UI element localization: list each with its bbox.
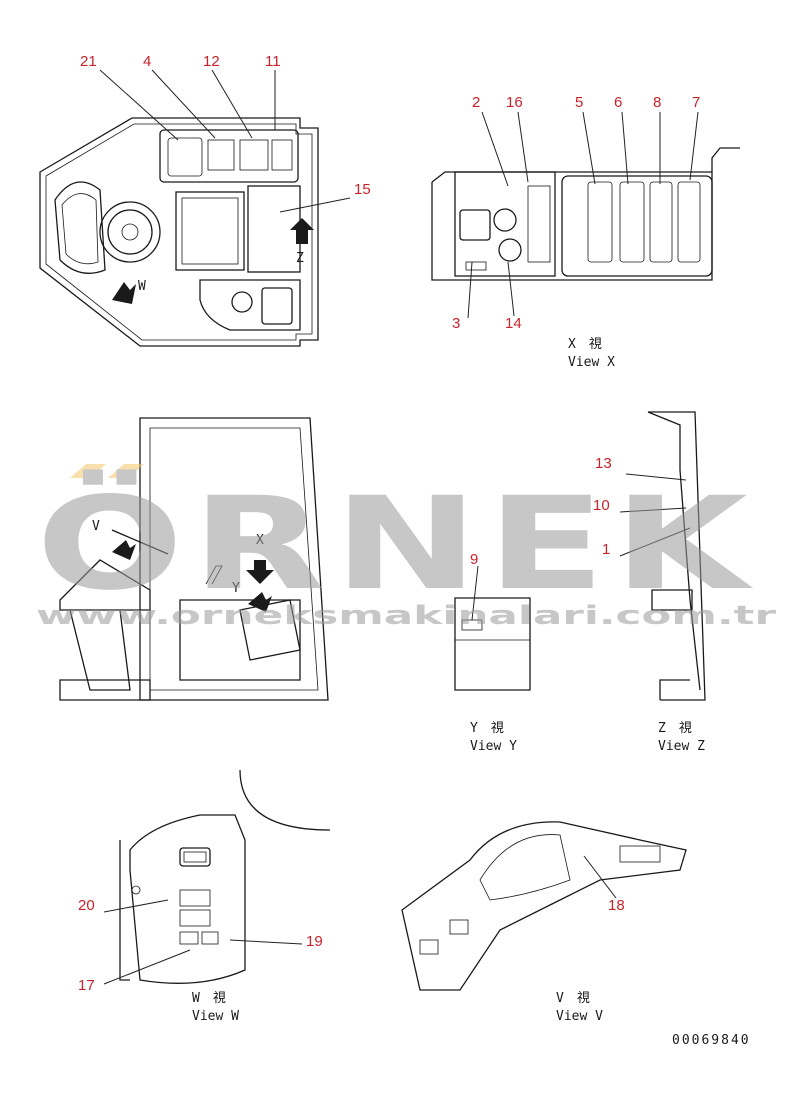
view-y-title-jp: Y 視 [470, 721, 504, 736]
callout-14: 14 [505, 315, 522, 332]
callout-4: 4 [143, 53, 151, 70]
callout-5: 5 [575, 94, 583, 111]
z-view-marker: Z [296, 251, 304, 266]
callout-11: 11 [265, 53, 281, 70]
view-z-title-en: View Z [658, 739, 705, 754]
view-w-title-en: View W [192, 1009, 239, 1024]
drawing-number: 00069840 [672, 1033, 751, 1048]
callout-8: 8 [653, 94, 661, 111]
view-v-title-en: View V [556, 1009, 603, 1024]
view-w-panel [103, 769, 331, 985]
cab-side-view: X V Y [59, 417, 329, 701]
callout-15: 15 [354, 181, 371, 198]
watermark-url: www.orneksmakinalari.com.tr [36, 601, 776, 631]
callout-7: 7 [692, 94, 700, 111]
view-x-title-en: View X [568, 355, 615, 370]
y-view-marker: Y [232, 581, 240, 596]
callout-21: 21 [80, 53, 97, 70]
callout-9: 9 [470, 551, 478, 568]
cab-top-view: Z W [39, 69, 351, 347]
view-y-title-en: View Y [470, 739, 517, 754]
view-x-title-jp: X 視 [568, 337, 602, 352]
callout-18: 18 [608, 897, 625, 914]
view-y-panel [454, 565, 531, 691]
w-view-marker: W [138, 279, 146, 294]
callout-1: 1 [602, 541, 610, 558]
callout-20: 20 [78, 897, 95, 914]
view-v-title-jp: V 視 [556, 991, 590, 1006]
callout-6: 6 [614, 94, 622, 111]
callout-2: 2 [472, 94, 480, 111]
callout-16: 16 [506, 94, 523, 111]
callout-3: 3 [452, 315, 460, 332]
watermark: ÖRNEK www.orneksmakinalari.com.tr [36, 464, 776, 631]
watermark-brand: ÖRNEK [36, 469, 756, 619]
view-w-title-jp: W 視 [192, 991, 226, 1006]
view-v-panel [401, 821, 687, 991]
v-view-marker: V [92, 519, 100, 534]
x-view-marker: X [256, 533, 264, 548]
callout-13: 13 [595, 455, 612, 472]
view-z-title-jp: Z 視 [658, 721, 692, 736]
view-x-panel [431, 111, 740, 319]
callout-19: 19 [306, 933, 323, 950]
view-z-panel [619, 411, 706, 701]
callout-17: 17 [78, 977, 95, 994]
callout-12: 12 [203, 53, 220, 70]
callout-10: 10 [593, 497, 610, 514]
